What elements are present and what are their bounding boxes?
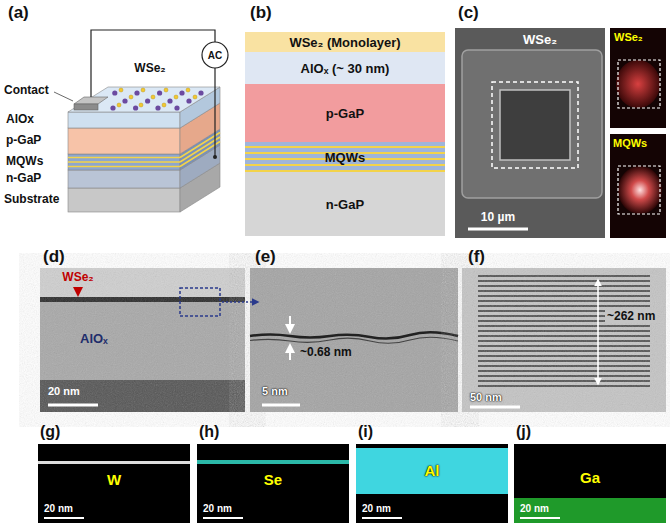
part-label: Contact: [4, 84, 49, 97]
scale-label: 20 nm: [48, 385, 80, 397]
layer-label: Substrate: [4, 193, 59, 206]
source-label: AC: [208, 50, 222, 61]
element-label: Ga: [580, 470, 600, 487]
element-label: Se: [264, 472, 282, 489]
device-sketch: [54, 30, 228, 212]
scale-label: 20 nm: [362, 503, 391, 514]
eds-maps: [38, 444, 666, 523]
panel-label: (d): [43, 248, 65, 267]
layer-label: AlOx: [6, 113, 34, 126]
scale-label: 50 nm: [470, 391, 502, 403]
layer-band: MQWs: [245, 142, 445, 172]
panel-label: (f): [468, 248, 485, 267]
material-label: AlOₓ: [80, 332, 108, 346]
panel-label: (h): [199, 423, 219, 441]
mqw-image: [462, 268, 666, 412]
panel-label: (i): [358, 423, 373, 441]
layer-label: n-GaP: [326, 197, 364, 212]
material-label: WSe₂: [523, 33, 557, 47]
layer-label: p-GaP: [6, 134, 41, 147]
material-label: WSe₂: [62, 271, 93, 284]
scale-label: 20 nm: [203, 503, 232, 514]
scale-label: 20 nm: [44, 503, 73, 514]
layer-label: AlOₓ (~ 30 nm): [301, 61, 390, 76]
layer-band: n-GaP: [245, 172, 445, 236]
layer-label: MQWs: [325, 150, 365, 165]
scale-label: 10 µm: [481, 211, 515, 224]
layer-label: WSe₂ (Monolayer): [289, 35, 400, 50]
panel-label: (j): [516, 423, 531, 441]
scale-label: 20 nm: [520, 503, 549, 514]
layer-band: AlOₓ (~ 30 nm): [245, 52, 445, 84]
layer-label: MQWs: [6, 155, 43, 168]
panel-label: (c): [458, 4, 479, 23]
layer-label: p-GaP: [326, 106, 364, 121]
layer-band: p-GaP: [245, 84, 445, 142]
hrtem-image: [250, 268, 458, 412]
tem-image: [40, 268, 245, 412]
panel-label: (a): [8, 4, 29, 23]
layer-label: n-GaP: [6, 172, 41, 185]
panel-label: (b): [250, 4, 272, 23]
material-label: WSe₂: [134, 62, 165, 75]
element-label: Al: [425, 463, 440, 480]
scale-label: 5 nm: [262, 385, 288, 397]
sem-image: [455, 28, 666, 238]
layer-band: WSe₂ (Monolayer): [245, 32, 445, 52]
element-label: W: [107, 472, 121, 489]
panel-label: (g): [40, 423, 60, 441]
zoom-arrow: [222, 301, 258, 303]
panel-label: (e): [255, 248, 276, 267]
dimension-label: ~0.68 nm: [300, 346, 352, 359]
map-label: WSe₂: [614, 31, 643, 43]
map-label: MQWs: [613, 137, 647, 149]
dimension-label: ~262 nm: [605, 310, 657, 323]
